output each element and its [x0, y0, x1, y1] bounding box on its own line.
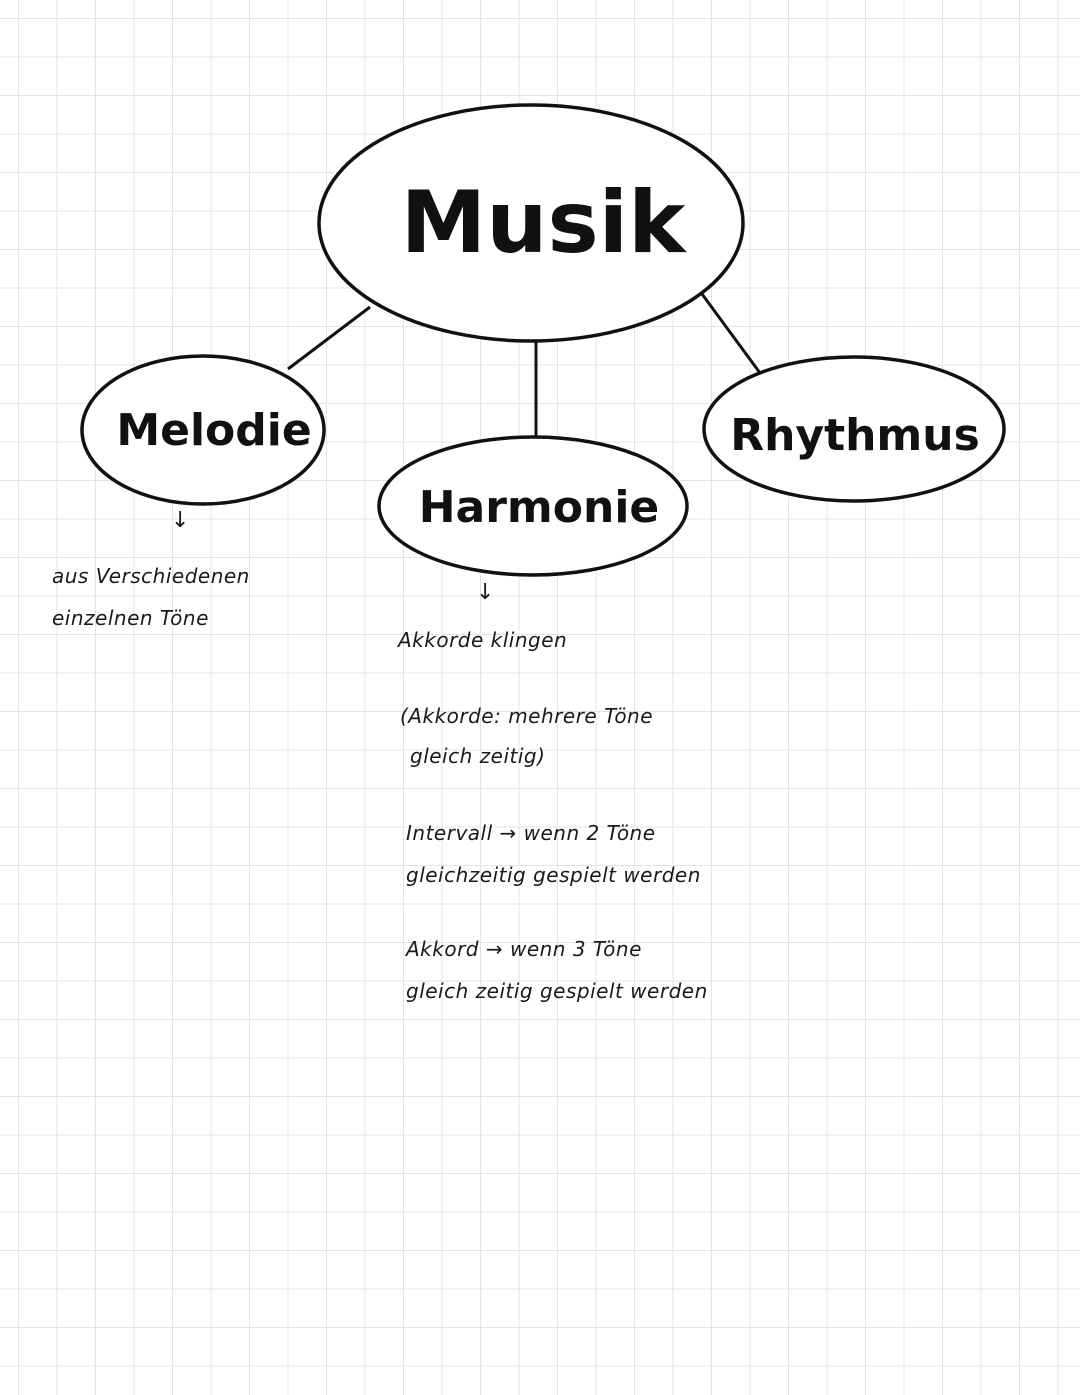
harmonie-intervall: Intervall → wenn 2 Töne gleichzeitig ges… — [406, 812, 701, 896]
harmonie-arrow: ↓ — [476, 580, 495, 605]
node-harmonie-label: Harmonie — [419, 482, 660, 533]
melodie-note-line-1: aus Verschiedenen — [52, 564, 250, 588]
harmonie-akkord: Akkord → wenn 3 Töne gleich zeitig gespi… — [406, 928, 708, 1012]
connector-musik-melodie — [287, 305, 371, 371]
node-rhythmus-label: Rhythmus — [730, 410, 980, 461]
node-harmonie-ellipse — [377, 435, 689, 577]
harmonie-intervall-line-1: Intervall → wenn 2 Töne — [406, 821, 656, 845]
node-melodie-ellipse — [80, 354, 326, 506]
melodie-note-line-2: einzelnen Töne — [52, 606, 209, 630]
harmonie-detail: (Akkorde: mehrere Töne gleich zeitig) — [400, 696, 653, 776]
harmonie-akkord-line-2: gleich zeitig gespielt werden — [406, 979, 708, 1003]
harmonie-detail-line-2: gleich zeitig) — [410, 744, 546, 768]
harmonie-intervall-line-2: gleichzeitig gespielt werden — [406, 863, 701, 887]
harmonie-akkord-line-1: Akkord → wenn 3 Töne — [406, 937, 642, 961]
node-musik-ellipse — [317, 103, 745, 343]
melodie-arrow: ↓ — [171, 508, 190, 533]
node-rhythmus-ellipse — [702, 355, 1006, 503]
harmonie-detail-line-1: (Akkorde: mehrere Töne — [400, 704, 654, 728]
melodie-note: aus Verschiedenen einzelnen Töne — [52, 555, 250, 639]
node-melodie-label: Melodie — [116, 405, 311, 456]
harmonie-definition: Akkorde klingen — [398, 628, 568, 652]
node-musik-label: Musik — [401, 173, 687, 273]
connector-musik-rhythmus — [700, 293, 762, 374]
